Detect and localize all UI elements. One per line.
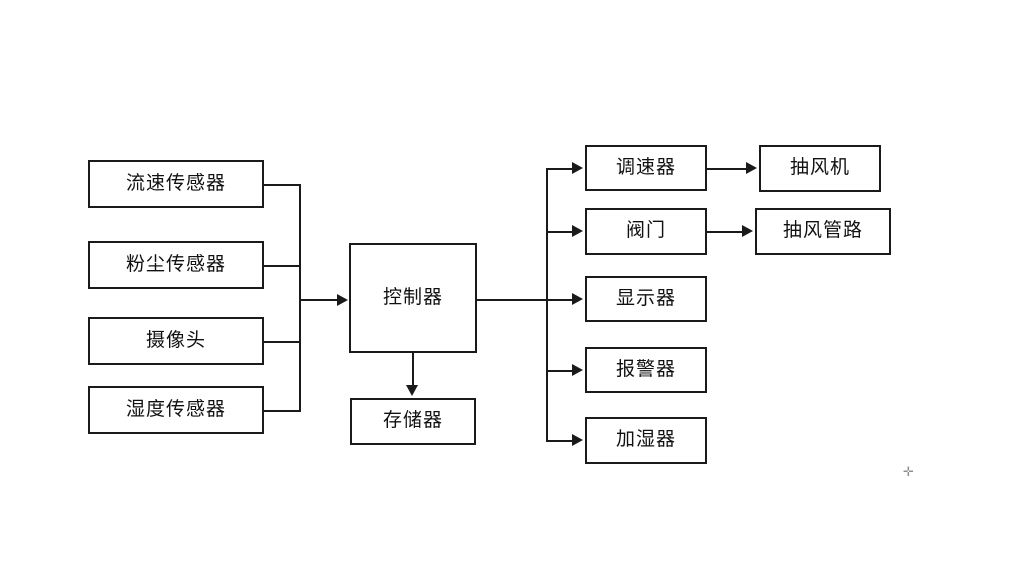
arrowhead-to-alarm (572, 364, 583, 376)
connector-dust-sensor-to-bus (263, 265, 301, 267)
node-storage[interactable]: 存储器 (350, 398, 476, 445)
node-label: 湿度传感器 (125, 397, 226, 420)
node-speed-regulator[interactable]: 调速器 (585, 145, 707, 191)
arrowhead-controller-to-storage (406, 385, 418, 396)
node-label: 阀门 (625, 219, 666, 241)
node-exhaust-fan[interactable]: 抽风机 (759, 145, 881, 192)
node-label: 抽风机 (789, 156, 850, 178)
input-bus-line (299, 184, 301, 412)
node-label: 抽风管路 (782, 219, 863, 241)
node-humidifier[interactable]: 加湿器 (585, 417, 707, 464)
node-label: 流速传感器 (125, 171, 226, 194)
connector-flow-sensor-to-bus (263, 184, 301, 186)
node-exhaust-duct[interactable]: 抽风管路 (755, 208, 891, 255)
connector-camera-to-bus (263, 341, 301, 343)
connector-valve-to-exhaust-duct (707, 231, 743, 233)
connector-bus-to-alarm (546, 370, 573, 372)
node-humidity-sensor[interactable]: 湿度传感器 (88, 386, 264, 434)
connector-bus-to-speed-regulator (546, 168, 573, 170)
node-label: 控制器 (382, 285, 443, 308)
output-bus-line (546, 168, 548, 441)
arrowhead-to-speed-regulator (572, 162, 583, 174)
node-label: 调速器 (615, 155, 676, 178)
connector-bus-to-display (546, 299, 573, 301)
node-label: 粉尘传感器 (125, 252, 226, 275)
connector-bus-to-valve (546, 231, 573, 233)
node-label: 存储器 (382, 409, 443, 431)
node-label: 加湿器 (615, 428, 676, 450)
node-label: 摄像头 (145, 328, 206, 351)
node-valve[interactable]: 阀门 (585, 208, 707, 255)
node-camera[interactable]: 摄像头 (88, 317, 264, 365)
arrowhead-to-display (572, 293, 583, 305)
node-flow-sensor[interactable]: 流速传感器 (88, 160, 264, 208)
scan-artifact-mark: ✛ (903, 465, 914, 480)
arrowhead-to-valve (572, 225, 583, 237)
connector-humidity-sensor-to-bus (263, 410, 301, 412)
connector-bus-to-controller (299, 299, 339, 301)
arrowhead-to-humidifier (572, 434, 583, 446)
connector-bus-to-humidifier (546, 440, 573, 442)
node-label: 报警器 (615, 357, 676, 380)
connector-controller-to-output-bus (477, 299, 548, 301)
node-display[interactable]: 显示器 (585, 276, 707, 322)
arrowhead-bus-to-controller (337, 294, 348, 306)
node-dust-sensor[interactable]: 粉尘传感器 (88, 241, 264, 289)
connector-controller-to-storage (412, 353, 414, 386)
arrowhead-to-exhaust-fan (746, 162, 757, 174)
node-label: 显示器 (615, 286, 676, 309)
node-controller[interactable]: 控制器 (349, 243, 477, 353)
arrowhead-to-exhaust-duct (742, 225, 753, 237)
connector-speed-regulator-to-exhaust-fan (707, 168, 747, 170)
node-alarm[interactable]: 报警器 (585, 347, 707, 393)
